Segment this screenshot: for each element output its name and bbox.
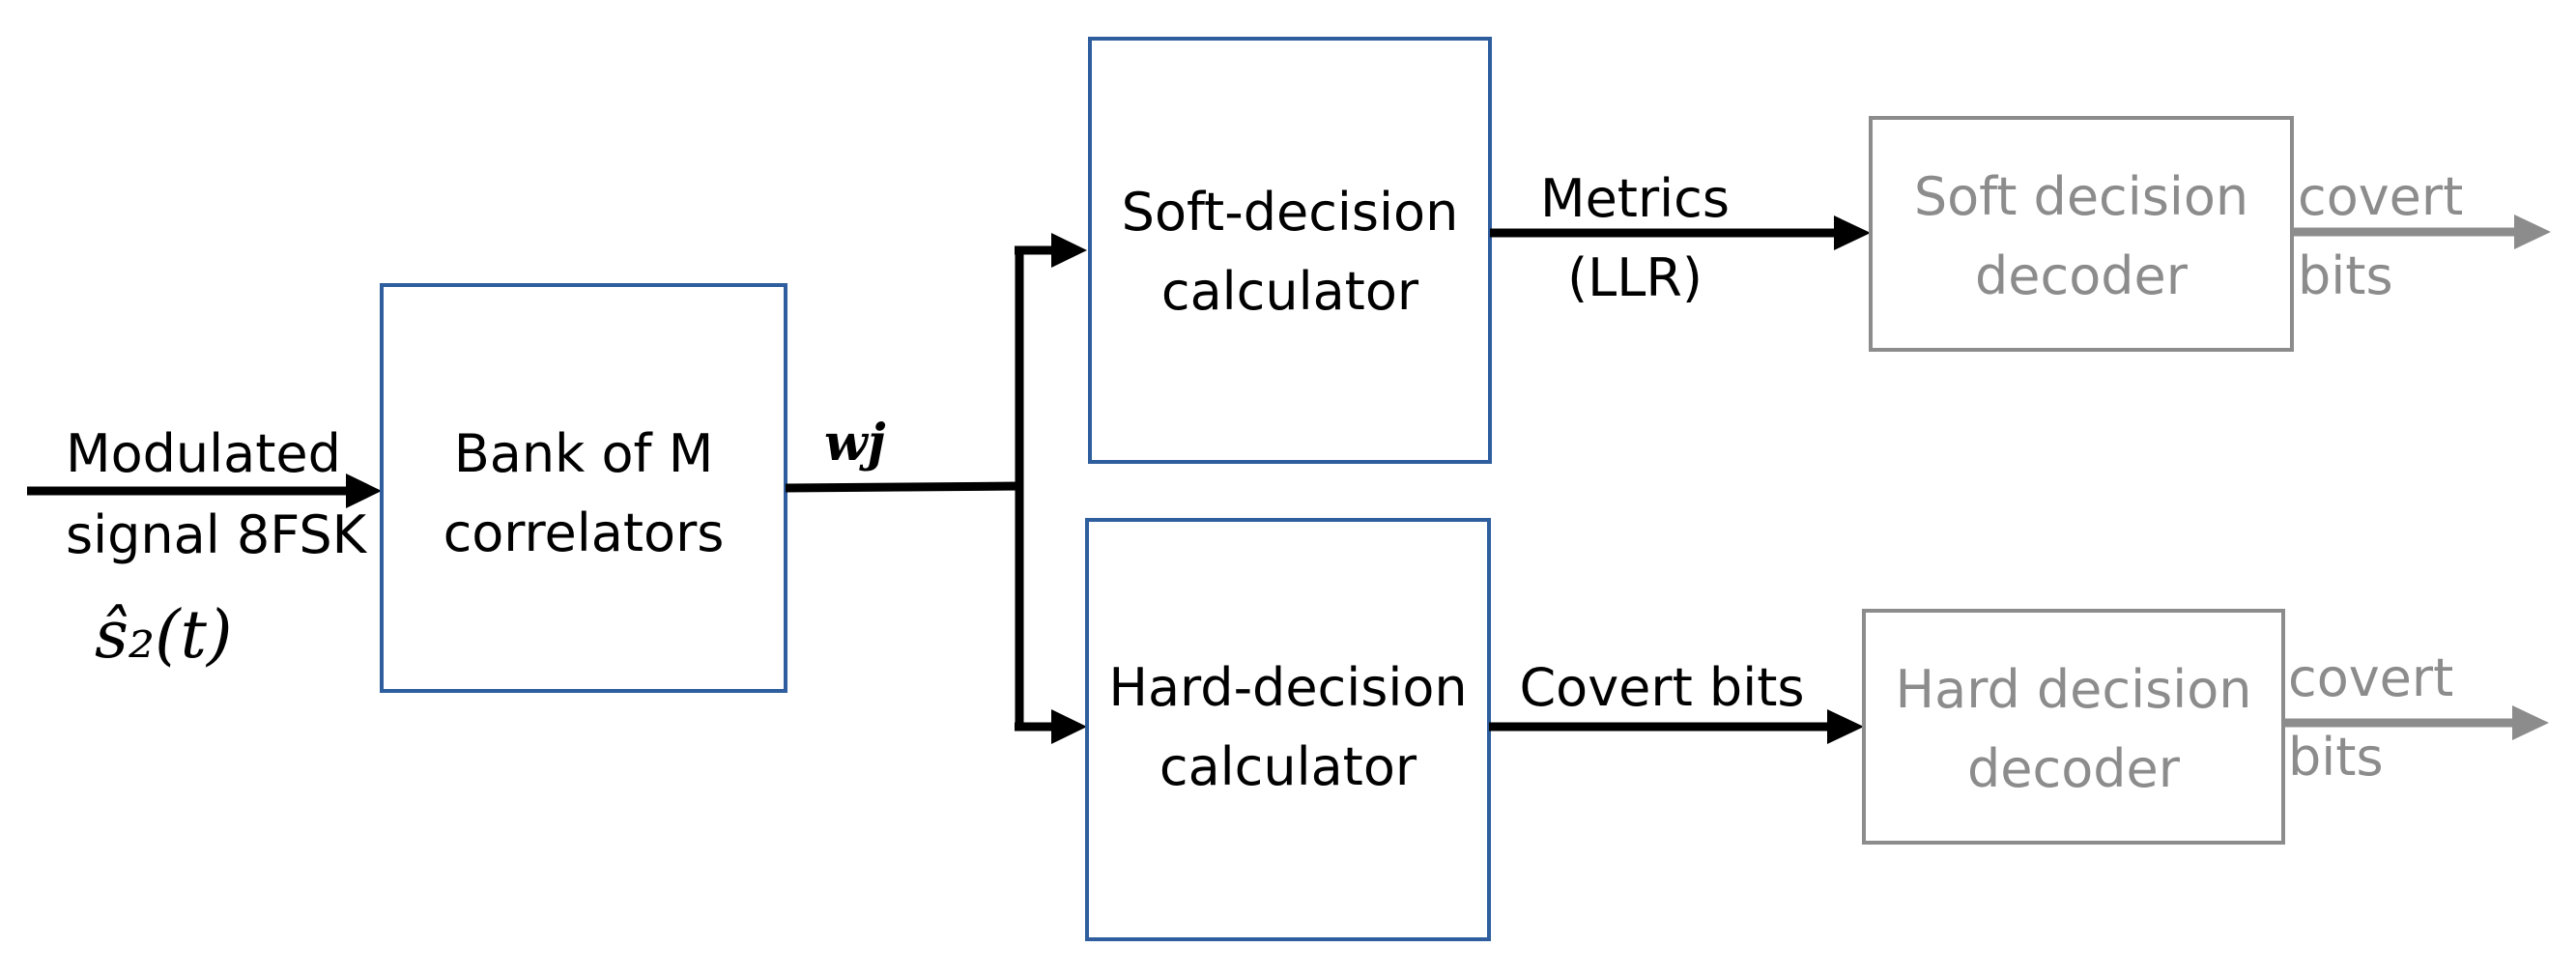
input-label-line2: signal 8FSK — [66, 504, 368, 565]
input-signal-symbol: ŝ₂(t) — [95, 597, 233, 674]
soft-decision-calculator-block — [1088, 37, 1492, 464]
covert-bits-label: Covert bits — [1519, 657, 1804, 718]
metrics-arrow — [1490, 215, 1871, 250]
correlators-block — [380, 283, 787, 693]
wj-label: wj — [824, 414, 886, 473]
hard-calc-label-line1: Hard-decision — [1108, 657, 1467, 718]
metrics-label-line2: (LLR) — [1567, 247, 1703, 308]
branch-arrow-hard — [1015, 709, 1087, 744]
soft-decision-decoder-block — [1869, 116, 2294, 352]
hard-decoder-label-line2: decoder — [1967, 738, 2181, 799]
soft-output-label-line2: bits — [2298, 245, 2393, 306]
hard-output-label-line2: bits — [2288, 727, 2384, 788]
soft-decoder-label-line2: decoder — [1975, 245, 2189, 306]
input-label-line1: Modulated — [66, 423, 341, 484]
covert-bits-arrow — [1489, 709, 1864, 744]
soft-calc-label-line2: calculator — [1161, 261, 1419, 322]
hard-decision-decoder-block — [1862, 609, 2285, 845]
branch-arrow-soft — [1015, 233, 1087, 268]
input-arrow — [27, 474, 382, 508]
soft-calc-label-line1: Soft-decision — [1122, 182, 1459, 243]
hard-output-label-line1: covert — [2288, 647, 2453, 708]
hard-output-arrow — [2283, 705, 2549, 740]
hard-decoder-label-line1: Hard decision — [1896, 659, 2252, 720]
soft-output-label-line1: covert — [2298, 166, 2463, 227]
soft-decoder-label-line1: Soft decision — [1914, 166, 2248, 227]
hard-decision-calculator-block — [1085, 518, 1491, 941]
wj-wire — [785, 481, 1020, 493]
hard-calc-label-line2: calculator — [1159, 736, 1417, 797]
correlators-label-line1: Bank of M — [454, 423, 714, 484]
soft-output-arrow — [2292, 215, 2551, 249]
metrics-label-line1: Metrics — [1540, 168, 1730, 229]
correlators-label-line2: correlators — [444, 502, 725, 563]
